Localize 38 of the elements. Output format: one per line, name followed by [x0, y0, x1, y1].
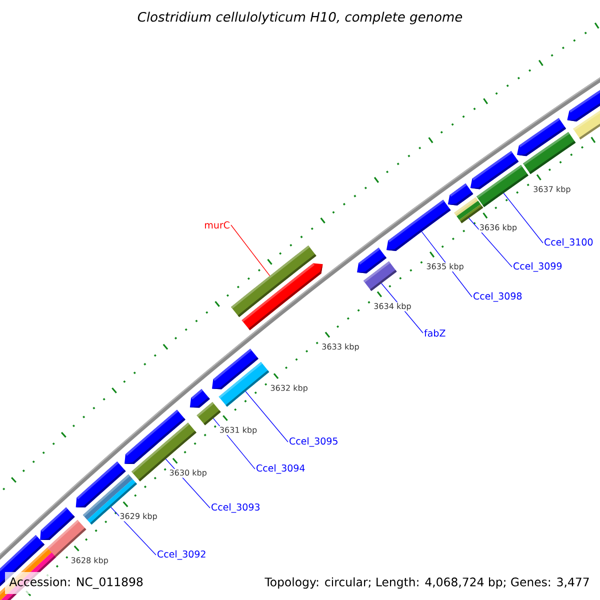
gene-block [190, 389, 210, 408]
gene-label: Ccel_3094 [256, 464, 305, 474]
gene-label: Ccel_3093 [212, 503, 260, 513]
gene-label: Ccel_3100 [544, 238, 593, 248]
gene-label: Ccel_3092 [158, 550, 206, 560]
tick-label: 3633 kbp [321, 342, 360, 352]
tick-label: 3637 kbp [532, 185, 572, 194]
gene-label: fabZ [424, 329, 446, 337]
gene-bar [196, 402, 221, 426]
tick-label: 3636 kbp [478, 224, 518, 233]
accession-text: Accession: NC_011898 [5, 572, 150, 594]
tick-label: 3630 kbp [168, 468, 208, 478]
gene-label: Ccel_3095 [290, 437, 338, 447]
tick-label: 3635 kbp [426, 262, 465, 272]
gene-block [386, 200, 451, 251]
leader-line [230, 224, 270, 276]
tick-label: 3629 kbp [119, 512, 158, 522]
gene-bar [476, 164, 528, 208]
tick-label: 3628 kbp [70, 556, 110, 566]
gene-label: Ccel_3098 [474, 292, 522, 302]
gene-bar [454, 197, 484, 224]
gene-bar [218, 362, 270, 407]
gene-bar [363, 261, 397, 292]
tick-label: 3632 kbp [270, 384, 309, 394]
leader-line [110, 506, 156, 556]
tick-label: 3631 kbp [218, 426, 258, 436]
gene-block [242, 263, 323, 330]
map-title: Clostridium cellulolyticum H10, complete genome [138, 12, 462, 24]
tick-label: 3634 kbp [373, 302, 412, 312]
leader-line [245, 391, 288, 442]
gene-label: murC [205, 221, 230, 229]
gene-bar [573, 110, 600, 140]
leader-line [468, 218, 512, 268]
gene-bar [47, 520, 86, 558]
genome-summary-text: Topology: circular; Length: 4,068,724 bp; Genes: 3,477 [264, 577, 589, 589]
gene-label: Ccel_3099 [514, 262, 562, 272]
leader-line [503, 192, 544, 244]
gene-bar [522, 132, 576, 174]
